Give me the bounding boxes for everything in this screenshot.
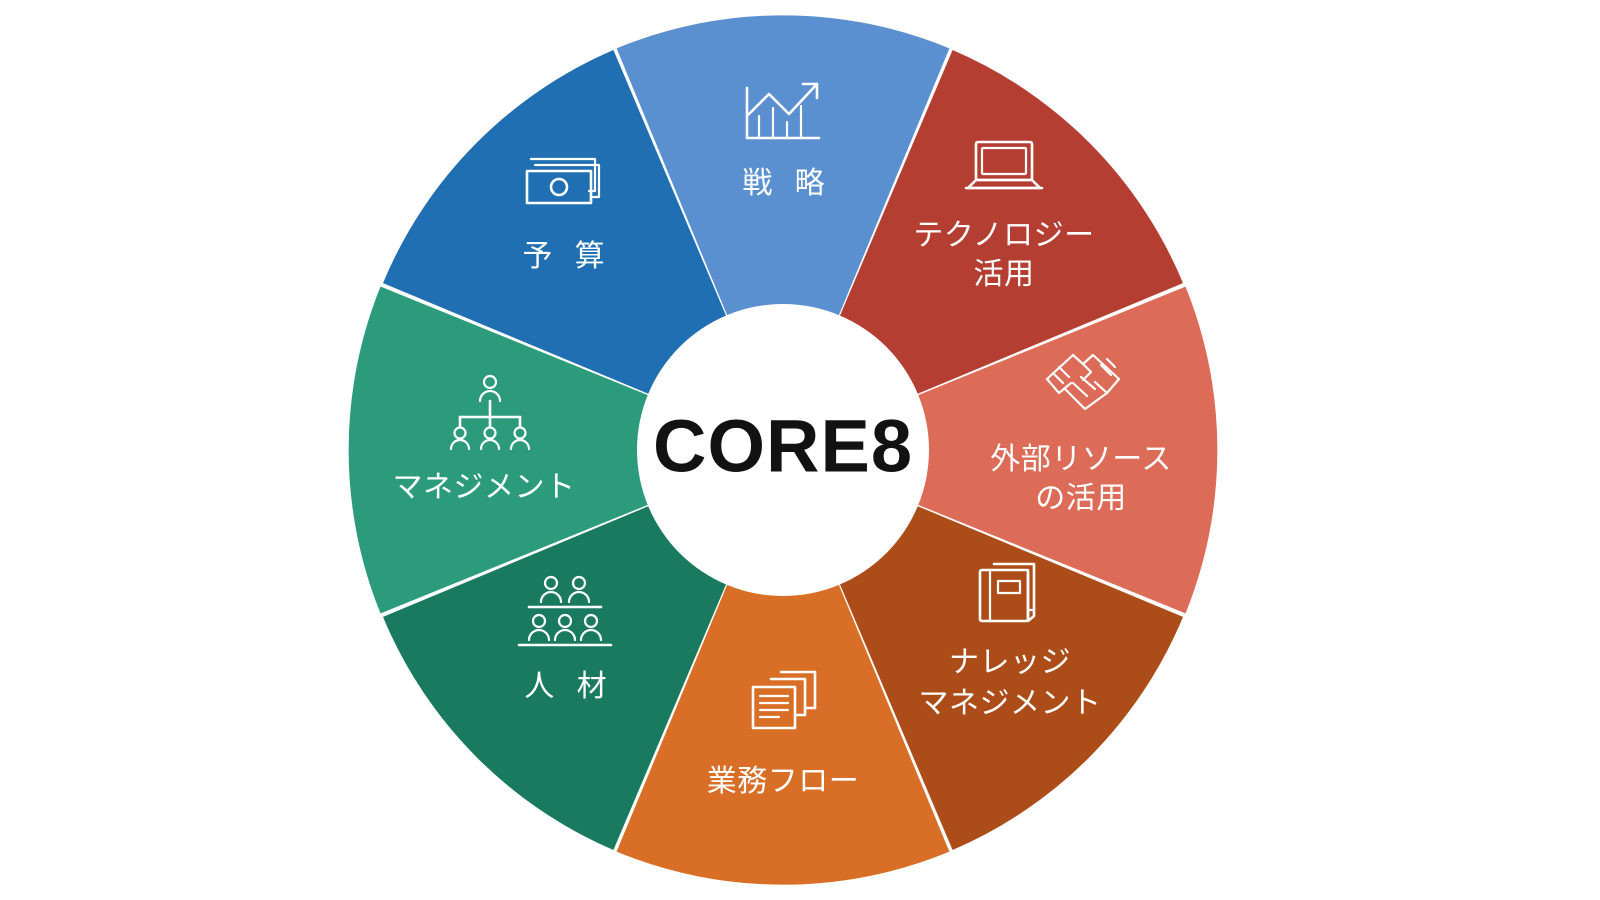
segment-management[interactable]: マネジメント [348,286,783,614]
handshake-icon [1045,353,1121,411]
center-hub: CORE8 [637,304,929,596]
segment-technology-label-line1: テクノロジー [913,219,1094,252]
segment-strategy-wedge[interactable] [616,15,950,451]
banknotes-icon [525,157,601,205]
segment-strategy[interactable]: 戦 略 [616,15,950,451]
segment-strategy-label: 戦 略 [742,167,831,200]
segment-external-resources-label-line1: 外部リソース [990,443,1172,476]
org-chart-icon [449,374,531,451]
segment-budget-label: 予 算 [522,240,611,273]
segment-human-resources-label: 人 材 [524,670,613,703]
growth-chart-icon [745,82,821,140]
segment-external-resources[interactable]: 外部リソース の活用 [783,286,1218,614]
segment-external-resources-label-line2: の活用 [1035,482,1127,515]
segment-knowledge-management-label-line1: ナレッジ [949,646,1071,679]
laptop-icon [964,140,1044,190]
people-group-icon [517,575,613,647]
segment-business-flow[interactable]: 業務フロー [616,450,950,885]
center-title: CORE8 [653,405,913,488]
documents-icon [751,670,817,730]
segment-management-label: マネジメント [393,471,576,504]
segment-business-flow-wedge[interactable] [616,450,950,885]
segment-management-wedge[interactable] [348,286,783,614]
segment-technology-label-line2: 活用 [974,258,1035,291]
segment-knowledge-management-label-line2: マネジメント [919,687,1102,720]
books-icon [978,562,1036,623]
segment-business-flow-label: 業務フロー [707,765,860,798]
center-circle [637,304,929,596]
